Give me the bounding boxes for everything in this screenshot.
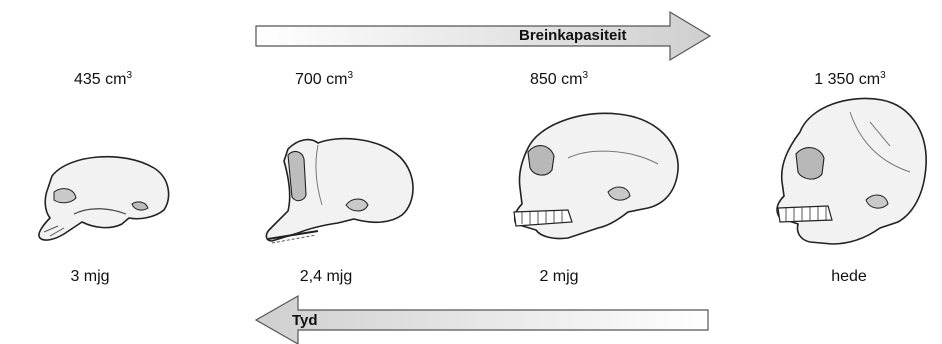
brain-capacity-label: Breinkapasiteit xyxy=(519,27,627,44)
age-label: hede xyxy=(769,268,929,286)
australopith-skull-icon xyxy=(258,125,418,250)
time-arrow xyxy=(256,296,708,344)
time-label: Tyd xyxy=(292,312,318,329)
age-label: 3 mjg xyxy=(10,268,170,286)
capacity-label: 850 cm3 xyxy=(479,70,639,90)
early-hominin-skull-icon xyxy=(14,148,174,248)
capacity-label: 1 350 cm3 xyxy=(770,70,930,90)
modern-human-skull-icon xyxy=(770,92,930,252)
age-label: 2,4 mjg xyxy=(246,268,406,286)
age-label: 2 mjg xyxy=(479,268,639,286)
capacity-label: 700 cm3 xyxy=(244,70,404,90)
capacity-label: 435 cm3 xyxy=(23,70,183,90)
homo-erectus-skull-icon xyxy=(508,108,683,243)
